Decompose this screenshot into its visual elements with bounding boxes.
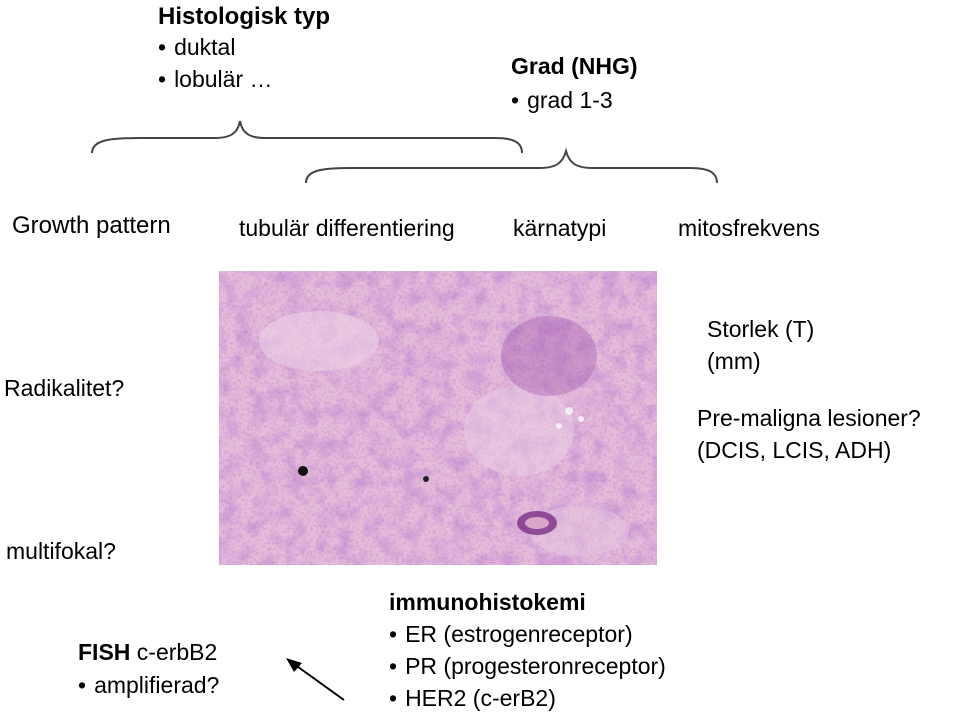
multifokal-label: multifokal? <box>6 540 116 563</box>
growth-pattern-label: Growth pattern <box>12 214 171 238</box>
fish-title: FISH <box>78 639 130 665</box>
fish-heading: FISH c-erbB2 <box>78 641 217 664</box>
storlek-label: Storlek (T) <box>707 318 814 341</box>
immuno-item-er: ER (estrogenreceptor) <box>389 623 633 646</box>
radikalitet-label: Radikalitet? <box>4 377 124 400</box>
arrow-immuno-to-fish <box>286 658 344 700</box>
mitosfrekvens-label: mitosfrekvens <box>678 217 820 240</box>
brace-histologisk-typ <box>92 121 522 153</box>
premaligna-label: Pre-maligna lesioner? <box>697 407 921 430</box>
immuno-title: immunohistokemi <box>389 591 586 614</box>
tubular-label: tubulär differentiering <box>239 217 455 240</box>
histology-image <box>219 271 657 565</box>
premaligna-list: (DCIS, LCIS, ADH) <box>697 439 891 462</box>
storlek-unit: (mm) <box>707 350 761 373</box>
karnatypi-label: kärnatypi <box>513 217 606 240</box>
immuno-item-her2: HER2 (c-erB2) <box>389 687 556 710</box>
fish-item: amplifierad? <box>78 674 219 697</box>
brace-grad <box>306 151 717 183</box>
immuno-item-pr: PR (progesteronreceptor) <box>389 655 666 678</box>
fish-target: c-erbB2 <box>130 639 217 665</box>
